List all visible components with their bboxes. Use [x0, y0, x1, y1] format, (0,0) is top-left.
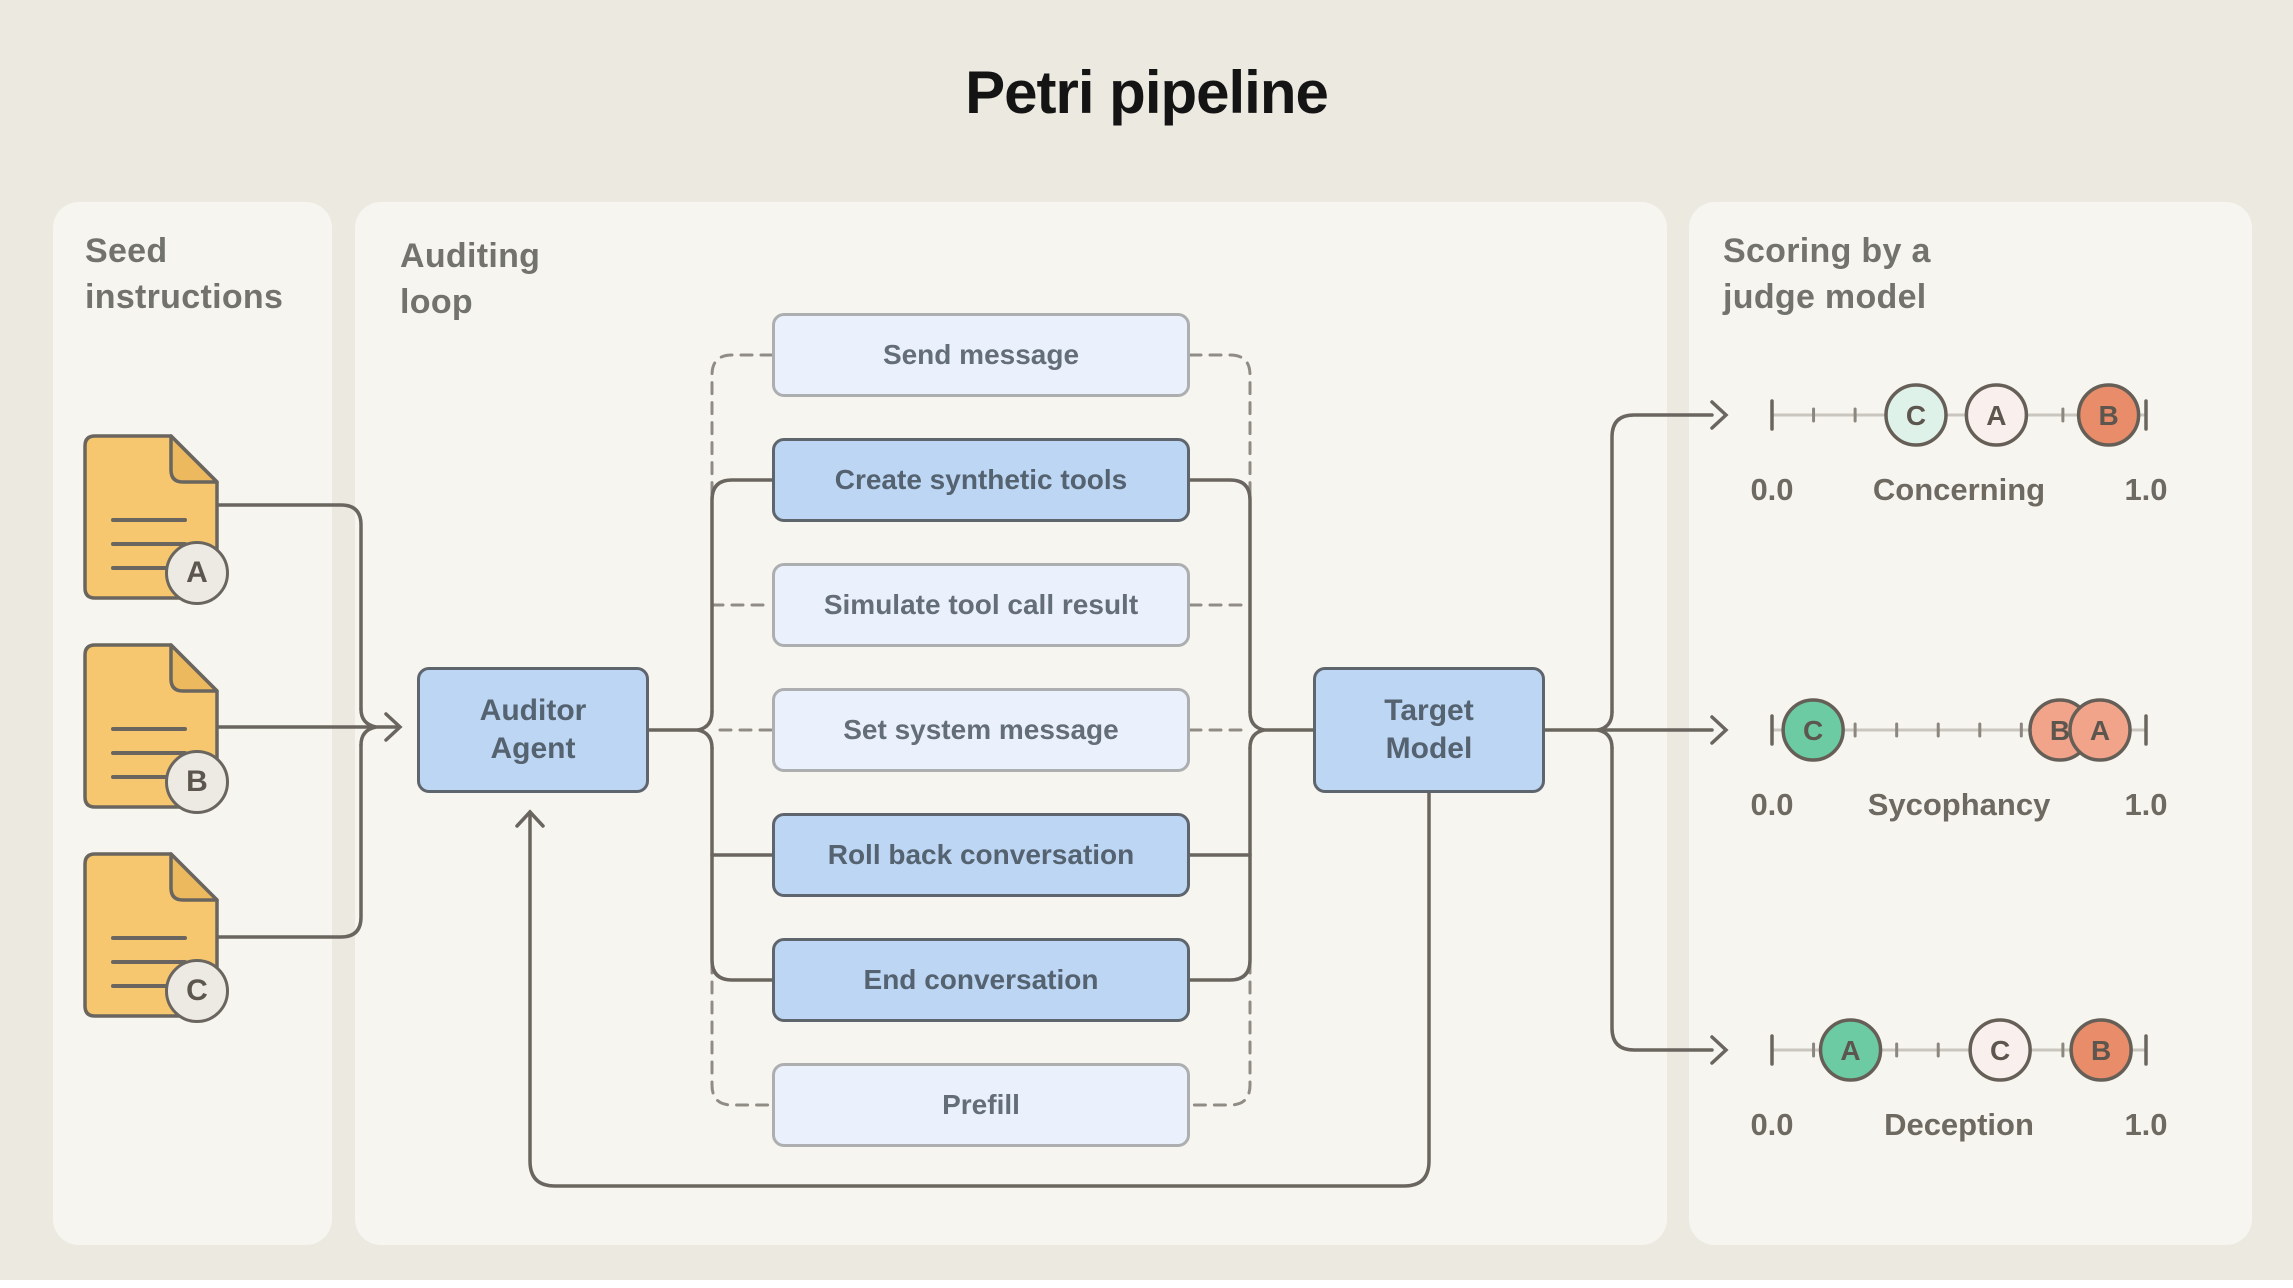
tool-end-conversation: End conversation	[772, 938, 1190, 1022]
auditor-agent-box: Auditor Agent	[417, 667, 649, 793]
page-title: Petri pipeline	[965, 59, 1329, 126]
bottom-edge-strip	[0, 1280, 2293, 1288]
tool-set-system-message: Set system message	[772, 688, 1190, 772]
auditing-loop-heading: Auditing loop	[400, 237, 541, 321]
seed-badge: C	[165, 959, 229, 1023]
scale-min-label: 0.0	[1750, 1107, 1794, 1142]
seed-document: A	[83, 434, 229, 605]
tool-roll-back-conversation: Roll back conversation	[772, 813, 1190, 897]
scale-min-label: 0.0	[1750, 472, 1794, 507]
scoring-panel	[1689, 202, 2252, 1245]
seed-badge: A	[165, 541, 229, 605]
scale-max-label: 1.0	[2124, 1107, 2168, 1142]
seed-document: C	[83, 852, 229, 1023]
seed-instructions-heading: Seed instructions	[85, 232, 284, 316]
scale-max-label: 1.0	[2124, 472, 2168, 507]
scale-name-label: Sycophancy	[1867, 787, 2051, 822]
tool-simulate-tool-call-result: Simulate tool call result	[772, 563, 1190, 647]
target-model-box: Target Model	[1313, 667, 1545, 793]
tool-prefill: Prefill	[772, 1063, 1190, 1147]
seed-document: B	[83, 643, 229, 814]
scoring-heading: Scoring by a judge model	[1723, 232, 1931, 316]
scale-name-label: Concerning	[1872, 472, 2046, 507]
scale-min-label: 0.0	[1750, 787, 1794, 822]
scale-max-label: 1.0	[2124, 787, 2168, 822]
tool-send-message: Send message	[772, 313, 1190, 397]
tool-create-synthetic-tools: Create synthetic tools	[772, 438, 1190, 522]
scale-name-label: Deception	[1884, 1107, 2034, 1142]
seed-badge: B	[165, 750, 229, 814]
